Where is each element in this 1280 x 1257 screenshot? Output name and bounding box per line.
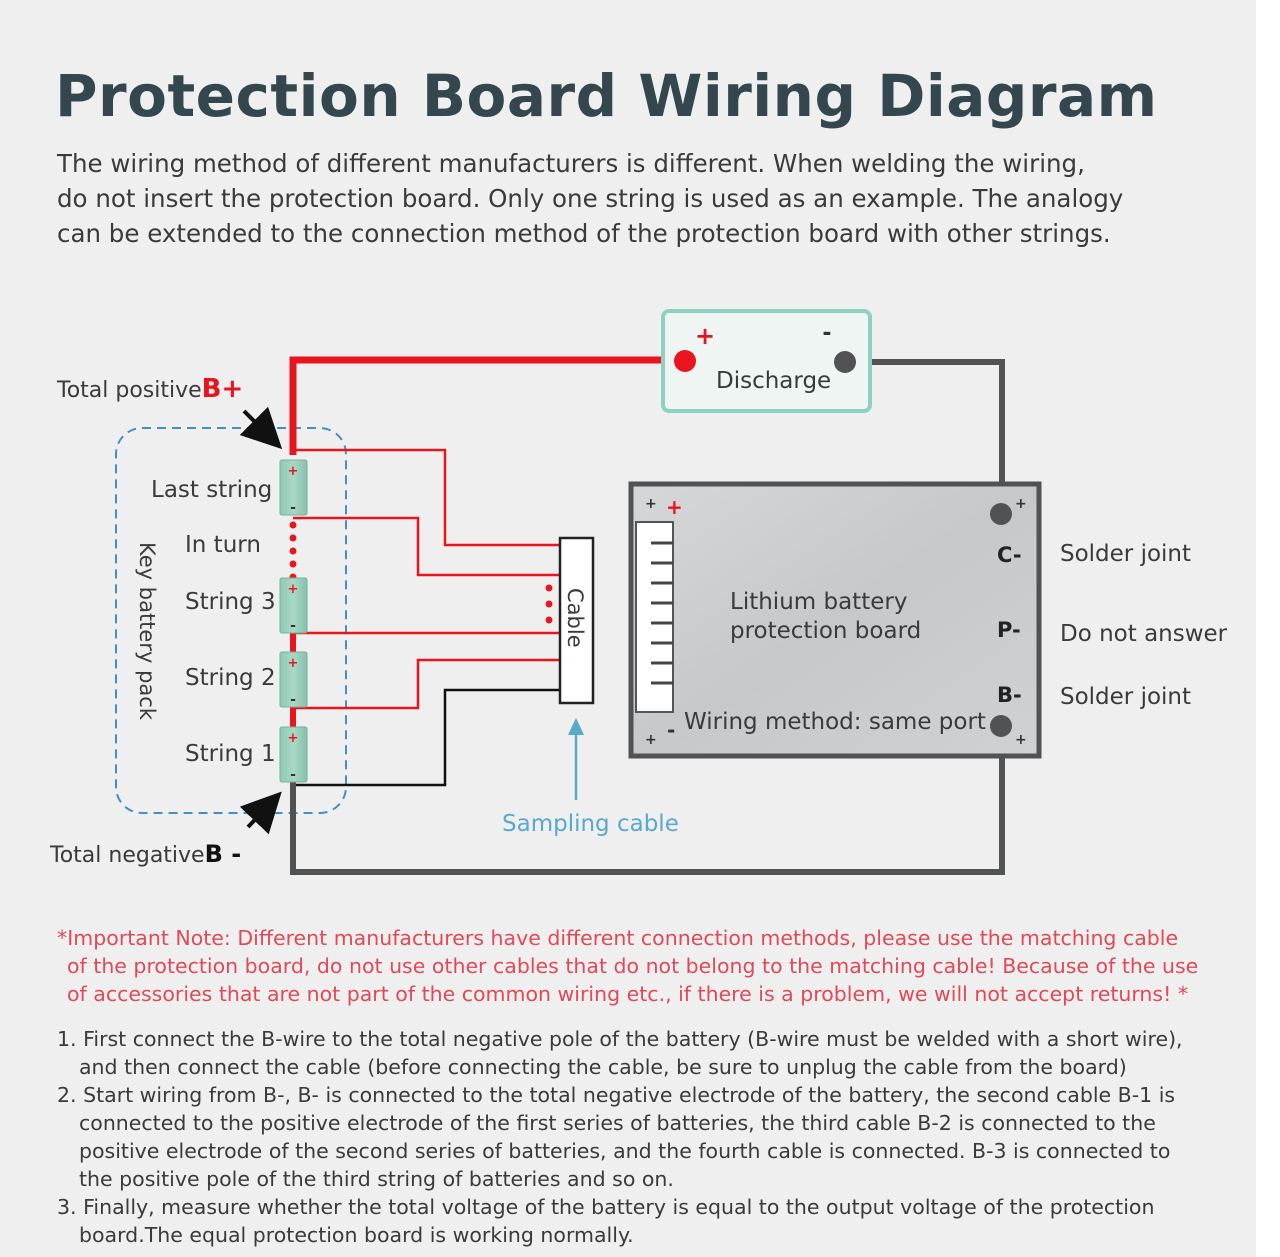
board-plus-sign: + (666, 495, 683, 519)
sampling-wire-negative (293, 688, 560, 787)
step-3-line: 3. Finally, measure whether the total vo… (57, 1195, 1155, 1219)
board-minus-sign: - (667, 718, 675, 742)
step-1-line: and then connect the cable (before conne… (79, 1055, 1127, 1079)
in-turn-dots (289, 521, 297, 581)
cable-label: Cable (563, 588, 587, 648)
step-2-line: the positive pole of the third string of… (79, 1167, 674, 1191)
discharge-positive-terminal (674, 350, 696, 372)
protection-board (628, 481, 1042, 759)
negative-main-wire (290, 727, 1005, 875)
string-label: In turn (185, 532, 261, 558)
port-b-minus: B- (997, 683, 1022, 707)
board-title-line: Lithium battery (730, 589, 907, 615)
svg-text:-: - (290, 767, 296, 783)
step-1-line: 1. First connect the B-wire to the total… (57, 1027, 1183, 1051)
instruction-steps: 1. First connect the B-wire to the total… (57, 1025, 1237, 1249)
positive-arrow (239, 406, 283, 450)
total-negative-label: Total negativeB - (49, 840, 241, 868)
svg-text:-: - (290, 618, 296, 634)
note-line: of the protection board, do not use othe… (67, 954, 1199, 978)
cable-connector (558, 536, 595, 705)
board-connector-socket (635, 521, 674, 713)
string-label: String 3 (185, 589, 276, 615)
board-title-line: protection board (730, 618, 921, 644)
discharge-plus-sign: + (695, 322, 715, 350)
battery-cell-1: + - (279, 726, 308, 783)
discharge-negative-terminal (834, 351, 856, 373)
cable-dots (545, 584, 553, 624)
discharge-minus-sign: - (822, 321, 831, 346)
sampling-wires (293, 448, 560, 710)
pack-label: Key battery pack (135, 542, 159, 721)
discharge-box (661, 309, 872, 413)
discharge-negative-wire (846, 359, 1005, 512)
intro-line: do not insert the protection board. Only… (57, 184, 1124, 213)
svg-text:+: + (645, 732, 657, 748)
intro-text: The wiring method of different manufactu… (57, 146, 1217, 251)
step-3-line: board.The equal protection board is work… (79, 1223, 634, 1247)
port-b-label: Solder joint (1060, 684, 1191, 710)
svg-text:+: + (288, 582, 299, 597)
board-screw-marks: + + + + (645, 496, 1027, 748)
wiring-method-label: Wiring method: same port (684, 709, 986, 735)
battery-cell-last: + - (279, 459, 308, 516)
svg-text:-: - (290, 692, 296, 708)
page-title: Protection Board Wiring Diagram (55, 62, 1158, 130)
battery-cell-2: + - (279, 651, 308, 708)
battery-pack-outline (115, 427, 347, 814)
svg-text:+: + (1015, 496, 1027, 512)
string-label: String 1 (185, 741, 276, 767)
sampling-arrow-head (568, 718, 584, 735)
string-label: String 2 (185, 665, 276, 691)
positive-main-wire (289, 356, 685, 455)
discharge-label: Discharge (716, 368, 831, 394)
svg-text:+: + (645, 496, 657, 512)
step-2-line: positive electrode of the second series … (79, 1139, 1171, 1163)
svg-text:+: + (288, 656, 299, 671)
note-line: of accessories that are not part of the … (67, 982, 1189, 1006)
svg-text:+: + (1015, 732, 1027, 748)
port-c-label: Solder joint (1060, 541, 1191, 567)
sampling-cable-label: Sampling cable (502, 811, 679, 837)
b-minus-terminal (990, 715, 1012, 737)
intro-line: The wiring method of different manufactu… (57, 149, 1085, 178)
svg-text:+: + (288, 731, 299, 746)
note-line: *Important Note: Different manufacturers… (57, 926, 1179, 950)
svg-text:+: + (288, 464, 299, 479)
port-p-minus: P- (997, 618, 1021, 642)
port-c-minus: C- (997, 543, 1022, 567)
step-2-line: 2. Start wiring from B-, B- is connected… (57, 1083, 1176, 1107)
total-positive-label: Total positiveB+ (56, 374, 243, 404)
port-p-label: Do not answer (1060, 621, 1228, 647)
step-2-line: connected to the positive electrode of t… (79, 1111, 1156, 1135)
negative-arrow (239, 791, 282, 835)
c-minus-terminal (990, 503, 1012, 525)
svg-text:-: - (290, 500, 296, 516)
intro-line: can be extended to the connection method… (57, 219, 1111, 248)
string-label: Last string (151, 477, 272, 503)
battery-cell-3: + - (279, 577, 308, 634)
important-note: *Important Note: Different manufacturers… (57, 924, 1237, 1008)
